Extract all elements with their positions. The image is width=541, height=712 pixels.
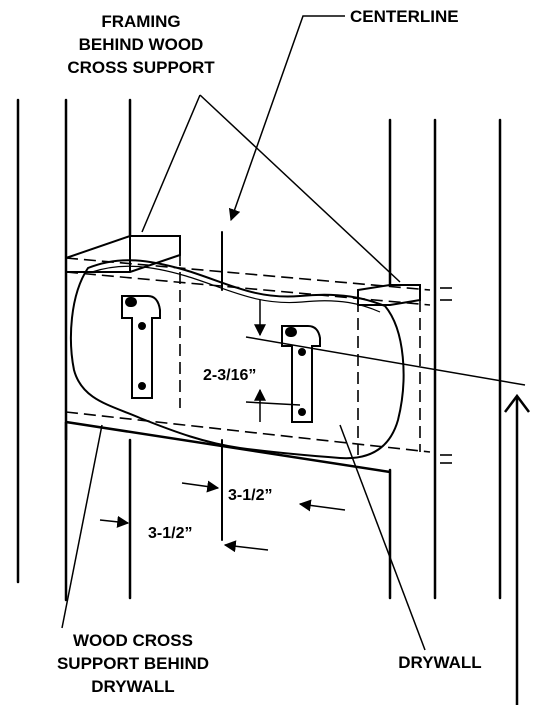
framing-label-line1: FRAMING: [101, 12, 180, 31]
labels: FRAMING BEHIND WOOD CROSS SUPPORT CENTER…: [57, 7, 482, 696]
wood-label-line1: WOOD CROSS: [73, 631, 193, 650]
screw-hole: [138, 322, 146, 330]
dimension-right: 3-1/2”: [228, 487, 272, 504]
drywall-label: DRYWALL: [398, 653, 481, 672]
wood-label-line3: DRYWALL: [91, 677, 174, 696]
screw-hole: [138, 382, 146, 390]
up-arrow: [504, 393, 530, 705]
dimension-left: 3-1/2”: [148, 525, 192, 542]
dimension-vertical: 2-3/16”: [203, 367, 256, 384]
wood-label-line2: SUPPORT BEHIND: [57, 654, 209, 673]
stud-lines: [16, 98, 502, 602]
framing-label-line3: CROSS SUPPORT: [67, 58, 215, 77]
drywall-patch: [70, 259, 405, 460]
screw-hole: [298, 348, 306, 356]
screw-hole: [298, 408, 306, 416]
right-bracket: [281, 325, 321, 423]
hidden-cross-support: [65, 236, 456, 464]
dimension-lines: [99, 300, 526, 553]
centerline-label: CENTERLINE: [350, 7, 459, 26]
leader-lines: [61, 15, 426, 651]
left-bracket: [121, 295, 161, 399]
framing-label-line2: BEHIND WOOD: [79, 35, 204, 54]
